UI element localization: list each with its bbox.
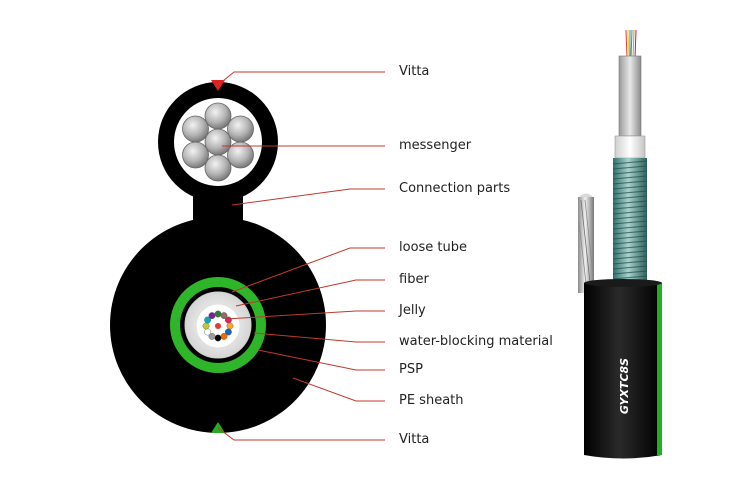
leader-line-fiber [235, 279, 385, 307]
fiber-dot [208, 332, 216, 340]
fiber-dot [202, 322, 210, 330]
armor-ridge [612, 205, 648, 210]
armor-ridge [612, 215, 648, 220]
armor-ridge [612, 275, 648, 280]
armor-ridge [612, 200, 648, 205]
armor-ridge [612, 170, 648, 175]
label-psp: PSP [399, 362, 423, 377]
armor-ridge [612, 190, 648, 195]
leader-line-psp [257, 349, 385, 371]
armor-ridge [612, 230, 648, 235]
fiber-dot [214, 310, 222, 318]
armor-ridge [612, 265, 648, 270]
vitta-side-stripe [657, 283, 662, 455]
armor-ridge [612, 175, 648, 180]
leader-line-connection [231, 188, 385, 206]
outer-sheath-side [584, 283, 662, 459]
water-blocking-tape-side [614, 135, 646, 159]
cable-marking-text: GYXTC8S [618, 358, 631, 414]
armor-ridge [612, 180, 648, 185]
armor-ridge [612, 225, 648, 230]
fiber-dot [220, 332, 228, 340]
armor-ridge [612, 160, 648, 165]
armor-ridge [612, 185, 648, 190]
fiber-strands [625, 29, 637, 59]
label-connection-parts: Connection parts [399, 181, 511, 196]
leader-line-pe-sheath [292, 377, 385, 402]
fiber-dot [224, 316, 232, 324]
fiber-dot [214, 334, 222, 342]
leader-lines [217, 71, 385, 441]
cable-cross-section [110, 80, 326, 433]
armor-ridge [612, 245, 648, 250]
label-jelly: Jelly [399, 303, 426, 318]
loose-tube-side [618, 55, 642, 137]
cable-side-view: GYXTC8S [578, 29, 662, 459]
sheath-top-face [584, 279, 662, 287]
armor-ridge [612, 250, 648, 255]
fiber-dot [208, 312, 216, 319]
fiber-dot [226, 322, 234, 330]
label-messenger: messenger [399, 138, 472, 153]
leader-line-jelly [225, 310, 385, 320]
label-water-blocking-material: water-blocking material [399, 334, 553, 349]
armor-ridge [612, 260, 648, 265]
label-fiber: fiber [399, 272, 429, 287]
label-vitta-top: Vitta [399, 64, 430, 79]
label-vitta-bottom: Vitta [399, 432, 430, 447]
leader-line-vitta-bottom [217, 427, 385, 441]
fiber-dot [204, 328, 212, 336]
fiber-dot [220, 312, 228, 319]
label-pe-sheath: PE sheath [399, 393, 464, 408]
leader-line-water-blocking [253, 332, 385, 343]
armor-ridge [612, 195, 648, 200]
leader-line-loose-tube [231, 247, 385, 293]
armor-ridge [612, 165, 648, 170]
armor-corrugation [612, 160, 648, 285]
fiber-bundle [202, 310, 234, 342]
leader-line-vitta-top [217, 71, 385, 86]
messenger-strand-side [578, 193, 594, 293]
label-loose-tube: loose tube [399, 240, 468, 255]
armor-ridge [612, 210, 648, 215]
fiber-dot [224, 328, 232, 336]
armor-ridge [612, 255, 648, 260]
armor-ridge [612, 270, 648, 275]
fiber-dot [215, 323, 221, 329]
armor-ridge [612, 220, 648, 225]
messenger-wires [182, 102, 254, 182]
armor-ridge [612, 235, 648, 240]
fiber-dot [204, 316, 212, 324]
armor-ridge [612, 240, 648, 245]
